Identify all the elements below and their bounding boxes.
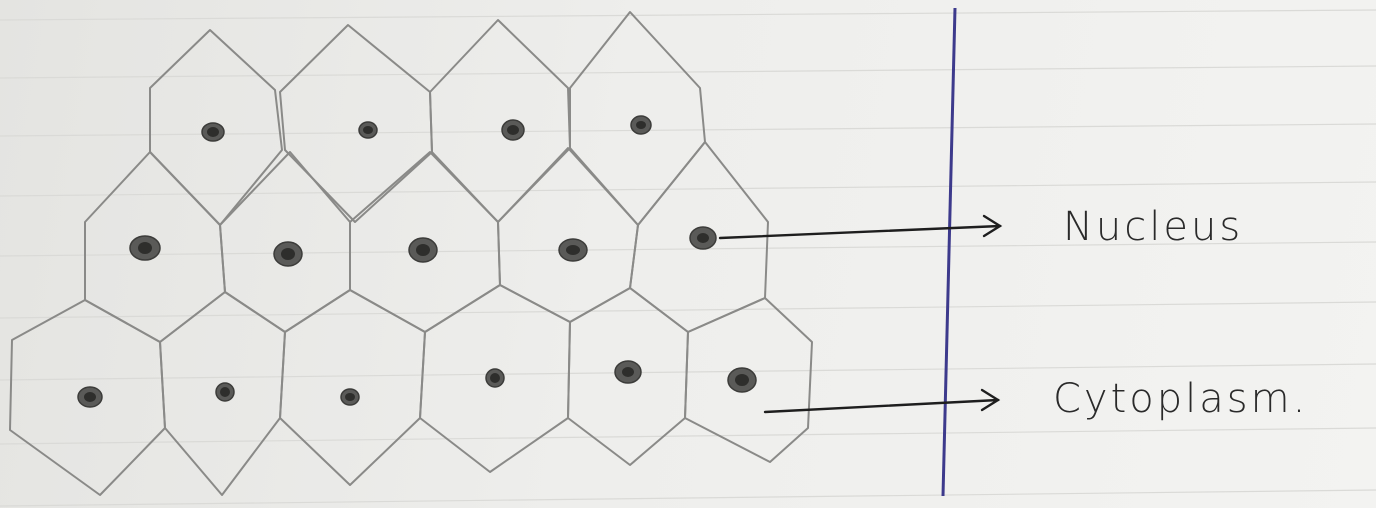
- rule-line: [0, 182, 1376, 196]
- rule-line: [0, 10, 1376, 20]
- nucleus-dot: [130, 236, 160, 260]
- nucleus-dot: [274, 242, 302, 266]
- nucleus-dot: [202, 123, 224, 141]
- nucleus-dot: [615, 361, 641, 383]
- nucleus-dot: [631, 116, 651, 134]
- nucleus-dot: [216, 383, 234, 401]
- nucleus-pointer-arrow: [720, 216, 1000, 238]
- nucleus-dot: [559, 239, 587, 261]
- nuclei: [78, 116, 756, 407]
- rule-line: [0, 302, 1376, 318]
- cytoplasm-pointer-arrow: [765, 390, 998, 412]
- nucleus-dot: [359, 122, 377, 138]
- cell-outline: [280, 290, 425, 485]
- rule-line: [0, 490, 1376, 506]
- nucleus-dot: [728, 368, 756, 392]
- nucleus-dot: [502, 120, 524, 140]
- cytoplasm-label: Cytoplasm.: [1053, 376, 1308, 422]
- nucleus-dot: [409, 238, 437, 262]
- ruled-lines: [0, 10, 1376, 506]
- nucleus-label: Nucleus: [1063, 204, 1243, 250]
- nucleus-dot: [341, 389, 359, 405]
- nucleus-dot: [78, 387, 102, 407]
- rule-line: [0, 428, 1376, 444]
- nucleus-dot: [690, 227, 716, 249]
- margin-line: [943, 8, 955, 496]
- nucleus-dot: [486, 369, 504, 387]
